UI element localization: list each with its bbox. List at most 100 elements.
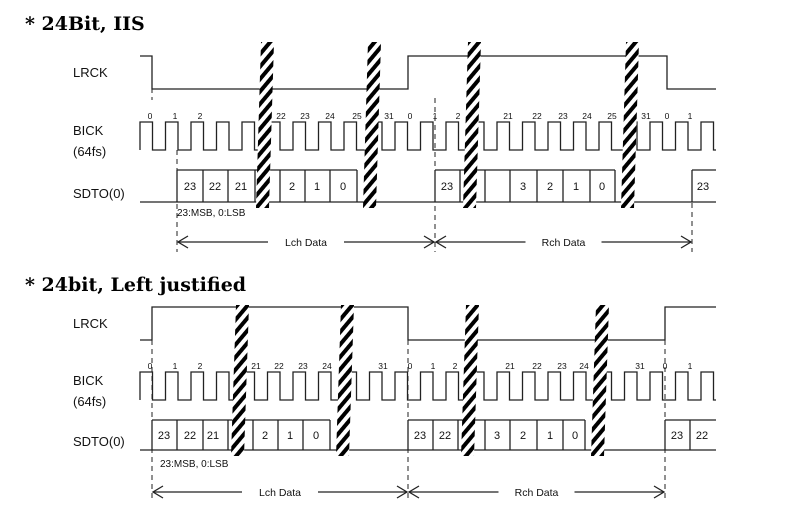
rch-data-label: Rch Data: [515, 487, 559, 499]
bick-tick-label: 0: [148, 361, 153, 371]
bick-tick-label: 21: [251, 361, 261, 371]
bick-tick-label: 2: [198, 111, 203, 121]
time-break-hatch: [336, 305, 354, 456]
bick-tick-label: 24: [325, 111, 335, 121]
sdto-bit-label: 22: [439, 430, 451, 442]
sdto-bit-label: 1: [573, 181, 579, 193]
bick-tick-label: 23: [557, 361, 567, 371]
sdto-bit-label: 21: [235, 181, 247, 193]
sdto-bit-label: 0: [313, 430, 319, 442]
diagram-title: * 24Bit, IIS: [25, 13, 145, 35]
time-break-hatch: [621, 42, 639, 208]
sdto-bit-label: 0: [340, 181, 346, 193]
lrck-waveform: [140, 55, 716, 90]
sdto-bit-label: 23: [414, 430, 426, 442]
bick-tick-label: 2: [453, 361, 458, 371]
bick-tick-label: 0: [408, 111, 413, 121]
lch-data-label: Lch Data: [259, 487, 301, 499]
time-break-hatch: [591, 305, 609, 456]
sdto-bit-label: 22: [184, 430, 196, 442]
bick-tick-label: 31: [635, 361, 645, 371]
bick-tick-label: 0: [408, 361, 413, 371]
bick-tick-label: 25: [352, 111, 362, 121]
bick-label: BICK: [73, 123, 104, 138]
bick-tick-label: 31: [384, 111, 394, 121]
sdto-bit-label: 2: [547, 181, 553, 193]
sdto-bit-label: 23: [671, 430, 683, 442]
time-break-hatch: [231, 305, 249, 456]
bick-tick-label: 22: [532, 111, 542, 121]
sdto-bit-label: 2: [520, 430, 526, 442]
arrow-left-icon: [407, 485, 420, 499]
bick-tick-label: 22: [532, 361, 542, 371]
bick-tick-label: 0: [665, 111, 670, 121]
rch-data-label: Rch Data: [542, 237, 586, 249]
bick-tick-label: 25: [607, 111, 617, 121]
arrow-left-icon: [434, 235, 447, 249]
bick-tick-label: 21: [505, 361, 515, 371]
time-break-hatch: [363, 42, 381, 208]
bick-tick-label: 0: [663, 361, 668, 371]
bick-tick-label: 1: [173, 361, 178, 371]
bick-tick-label: 1: [688, 111, 693, 121]
bick-tick-label: 2: [198, 361, 203, 371]
sdto-bit-label: 22: [696, 430, 708, 442]
bick-tick-label: 23: [558, 111, 568, 121]
bick-tick-label: 1: [688, 361, 693, 371]
bick-tick-label: 1: [173, 111, 178, 121]
bick-tick-label: 24: [579, 361, 589, 371]
arrow-left-icon: [151, 485, 164, 499]
sdto-bit-label: 2: [289, 181, 295, 193]
time-break-hatch: [256, 42, 274, 208]
sdto-bit-label: 3: [520, 181, 526, 193]
sdto-bit-label: 0: [572, 430, 578, 442]
bick-rate-label: (64fs): [73, 144, 106, 159]
lrck-label: LRCK: [73, 65, 108, 80]
lrck-label: LRCK: [73, 316, 108, 331]
arrow-right-icon: [423, 235, 436, 249]
bick-tick-label: 24: [582, 111, 592, 121]
bick-tick-label: 0: [148, 111, 153, 121]
bick-tick-label: 31: [641, 111, 651, 121]
sdto-bit-label: 23: [158, 430, 170, 442]
time-break-hatch: [463, 42, 481, 208]
bick-tick-label: 21: [503, 111, 513, 121]
bick-tick-label: 22: [274, 361, 284, 371]
bick-tick-label: 23: [298, 361, 308, 371]
lrck-waveform: [140, 306, 716, 341]
bick-waveform: [139, 371, 716, 401]
sdto-bit-label: 21: [207, 430, 219, 442]
bick-tick-label: 1: [431, 361, 436, 371]
lch-data-label: Lch Data: [285, 237, 327, 249]
sdto-bit-label: 0: [599, 181, 605, 193]
sdto-bit-label: 1: [314, 181, 320, 193]
sdto-bit-label: 2: [262, 430, 268, 442]
arrow-left-icon: [176, 235, 189, 249]
bick-label: BICK: [73, 373, 104, 388]
sdto-label: SDTO(0): [73, 186, 125, 201]
sdto-bit-label: 3: [494, 430, 500, 442]
bick-tick-label: 24: [322, 361, 332, 371]
arrow-right-icon: [396, 485, 409, 499]
diagram-title: * 24bit, Left justified: [25, 274, 246, 296]
bick-rate-label: (64fs): [73, 394, 106, 409]
bick-tick-label: 2: [456, 111, 461, 121]
arrow-right-icon: [653, 485, 666, 499]
sdto-bit-label: 1: [547, 430, 553, 442]
time-break-hatch: [461, 305, 479, 456]
bick-tick-label: 1: [433, 111, 438, 121]
sdto-bit-label: 23: [441, 181, 453, 193]
bit-order-note: 23:MSB, 0:LSB: [177, 208, 246, 219]
sdto-bit-label: 23: [184, 181, 196, 193]
bick-tick-label: 31: [378, 361, 388, 371]
sdto-label: SDTO(0): [73, 434, 125, 449]
sdto-bit-label: 22: [209, 181, 221, 193]
sdto-bit-label: 23: [697, 181, 709, 193]
bick-tick-label: 23: [300, 111, 310, 121]
arrow-right-icon: [680, 235, 693, 249]
bit-order-note: 23:MSB, 0:LSB: [160, 459, 229, 470]
sdto-bit-label: 1: [287, 430, 293, 442]
